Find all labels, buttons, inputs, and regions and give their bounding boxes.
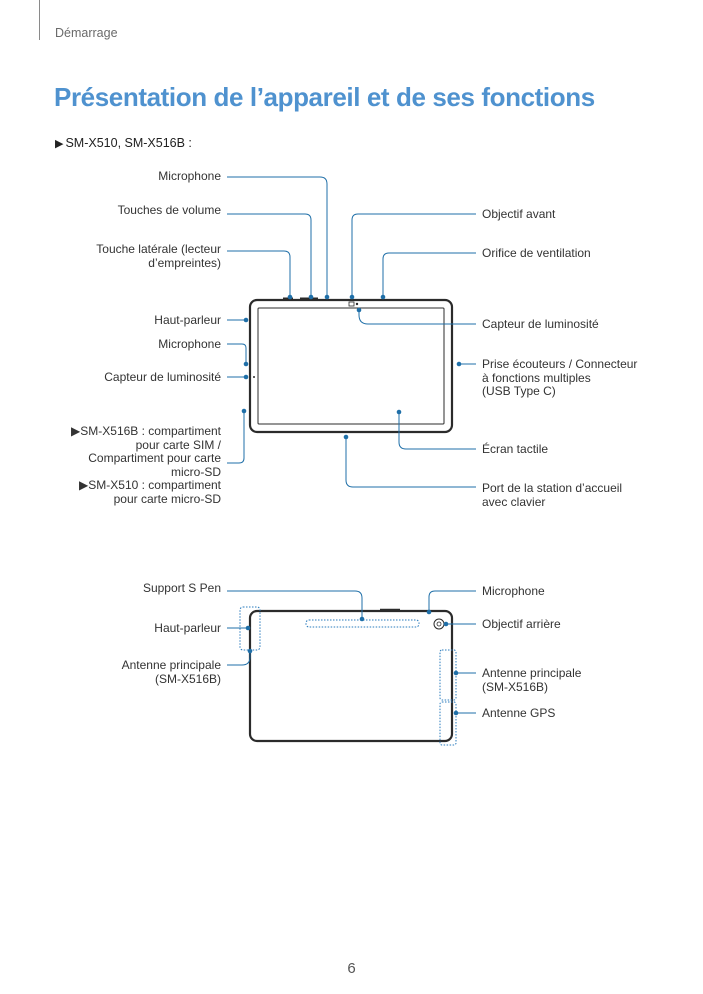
header-rule	[39, 0, 40, 40]
label-front-speaker: Haut-parleur	[154, 313, 221, 327]
models-line: ▶SM-X510, SM-X516B :	[55, 136, 192, 150]
label-volume-keys: Touches de volume	[117, 203, 221, 217]
front-tablet-screen	[257, 307, 445, 425]
rear-camera-icon	[433, 618, 445, 630]
label-main-antenna-left: Antenne principale (SM-X516B)	[121, 658, 221, 686]
front-camera-icon	[348, 301, 355, 307]
triangle-bullet-icon: ▶	[79, 478, 89, 492]
page-number: 6	[347, 960, 356, 977]
label-rear-camera: Objectif arrière	[482, 617, 561, 631]
models-text: SM-X510, SM-X516B :	[65, 136, 192, 150]
main-antenna-right-zone	[439, 649, 457, 701]
label-vent: Orifice de ventilation	[482, 246, 591, 260]
front-light-sensor-icon	[355, 302, 359, 306]
front-tablet-body	[248, 298, 454, 434]
gps-antenna-zone	[439, 701, 457, 746]
label-light-sensor-right: Capteur de luminosité	[482, 317, 599, 331]
label-sim-tray: ▶SM-X516B : compartiment pour carte SIM …	[71, 424, 221, 506]
label-gps-antenna: Antenne GPS	[482, 706, 556, 720]
label-touchscreen: Écran tactile	[482, 442, 549, 456]
label-light-sensor-left: Capteur de luminosité	[104, 370, 221, 384]
triangle-bullet-icon: ▶	[55, 138, 64, 150]
page-title: Présentation de l’appareil et de ses fon…	[54, 82, 595, 112]
label-front-microphone-top: Microphone	[158, 169, 221, 183]
triangle-bullet-icon: ▶	[71, 424, 81, 438]
label-s-pen-holder: Support S Pen	[142, 581, 221, 595]
label-front-microphone-side: Microphone	[158, 337, 221, 351]
label-back-speaker: Haut-parleur	[154, 621, 221, 635]
label-keyboard-dock: Port de la station d’accueil avec clavie…	[482, 481, 623, 509]
back-tablet-body	[248, 609, 454, 743]
label-usb-port: Prise écouteurs / Connecteur à fonctions…	[482, 357, 638, 398]
s-pen-holder-zone	[305, 619, 420, 628]
label-side-key: Touche latérale (lecteur d’empreintes)	[96, 242, 221, 270]
label-main-antenna-right: Antenne principale (SM-X516B)	[482, 666, 582, 694]
label-front-camera: Objectif avant	[482, 207, 556, 221]
label-back-microphone: Microphone	[482, 584, 545, 598]
section-name: Démarrage	[55, 26, 118, 40]
